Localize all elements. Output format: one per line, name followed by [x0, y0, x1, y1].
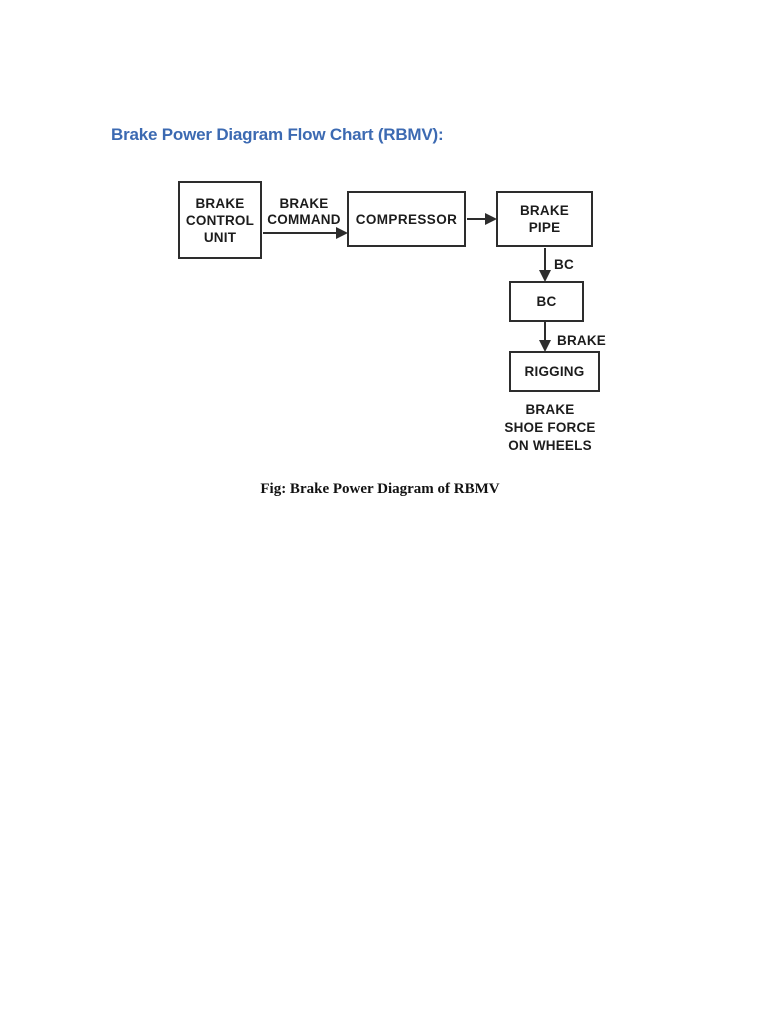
label-bc: BC	[554, 257, 574, 272]
arrow-compressor-to-brakepipe-shaft	[467, 218, 487, 220]
label-brake-command: BRAKE COMMAND	[267, 196, 341, 227]
arrow-down-icon	[539, 270, 551, 282]
arrow-brakepipe-to-bc-shaft	[544, 248, 546, 272]
arrow-bcu-to-compressor-shaft	[263, 232, 338, 234]
box-compressor: COMPRESSOR	[347, 191, 466, 247]
arrow-right-icon	[336, 227, 348, 239]
arrow-right-icon	[485, 213, 497, 225]
arrow-bc-to-rigging-shaft	[544, 322, 546, 341]
box-rigging: RIGGING	[509, 351, 600, 392]
label-brake: BRAKE	[557, 333, 607, 348]
label-brake-shoe-force-on-wheels: BRAKE SHOE FORCE ON WHEELS	[504, 402, 596, 453]
figure-caption: Fig: Brake Power Diagram of RBMV	[260, 481, 500, 497]
box-bc: BC	[509, 281, 584, 322]
box-brake-pipe: BRAKE PIPE	[496, 191, 593, 247]
arrow-down-icon	[539, 340, 551, 352]
page-title: Brake Power Diagram Flow Chart (RBMV):	[111, 125, 444, 144]
box-brake-control-unit: BRAKE CONTROL UNIT	[178, 181, 262, 259]
